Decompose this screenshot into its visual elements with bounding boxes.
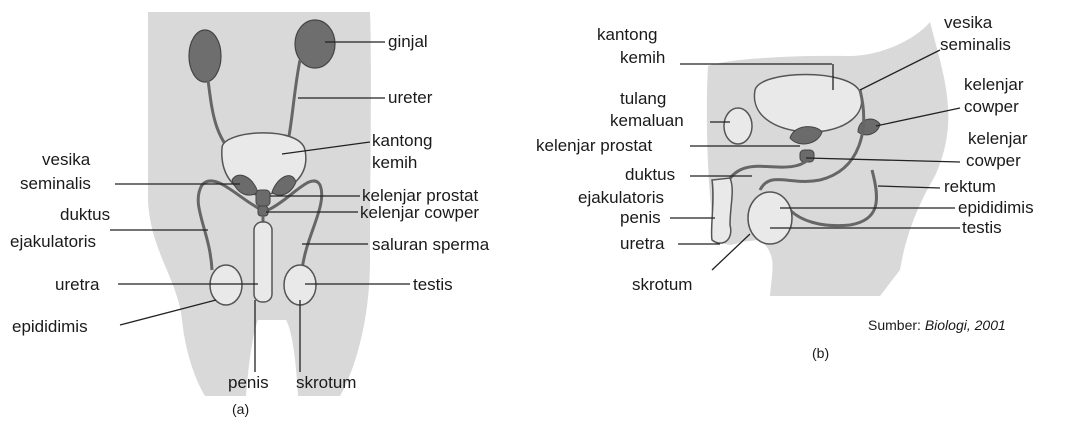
label-b-cowper-mid-2: cowper [966, 151, 1021, 170]
label-ginjal: ginjal [388, 32, 428, 51]
label-b-kantong-2: kemih [620, 48, 665, 67]
cowper-front [258, 206, 268, 216]
figure-b: kantong kemih vesika seminalis kelenjar … [536, 13, 1034, 361]
label-b-kantong-1: kantong [597, 25, 658, 44]
right-testis [284, 265, 316, 305]
prostate-front [256, 190, 270, 206]
label-b-tulang-2: kemaluan [610, 111, 684, 130]
label-b-kelenjar-prostat: kelenjar prostat [536, 136, 653, 155]
label-vesika-1: vesika [42, 150, 91, 169]
label-b-uretra: uretra [620, 234, 665, 253]
label-testis: testis [413, 275, 453, 294]
label-vesika-2: seminalis [20, 174, 91, 193]
penis-front [254, 222, 272, 302]
testis-side [748, 192, 792, 244]
label-saluran-sperma: saluran sperma [372, 235, 490, 254]
label-duktus-1: duktus [60, 205, 110, 224]
label-b-duktus-1: duktus [625, 165, 675, 184]
label-b-penis: penis [620, 208, 661, 227]
label-b-epididimis: epididimis [958, 198, 1034, 217]
left-testis [210, 265, 242, 305]
source-work: Biologi, 2001 [925, 317, 1006, 333]
label-duktus-2: ejakulatoris [10, 232, 96, 251]
label-epididimis: epididimis [12, 317, 88, 336]
label-kantong-kemih-1: kantong [372, 131, 433, 150]
caption-a: (a) [232, 401, 249, 417]
label-kantong-kemih-2: kemih [372, 153, 417, 172]
label-b-cowper-top-2: cowper [964, 97, 1019, 116]
label-b-vesika-1: vesika [944, 13, 993, 32]
label-b-duktus-2: ejakulatoris [578, 188, 664, 207]
caption-b: (b) [812, 345, 829, 361]
label-b-tulang-1: tulang [620, 89, 666, 108]
label-kelenjar-cowper: kelenjar cowper [360, 203, 479, 222]
source-prefix: Sumber: [868, 317, 925, 333]
label-b-rektum: rektum [944, 177, 996, 196]
label-penis: penis [228, 373, 269, 392]
label-b-skrotum: skrotum [632, 275, 692, 294]
label-b-testis: testis [962, 218, 1002, 237]
left-kidney [189, 30, 221, 82]
figure-a: ginjal ureter kantong kemih vesika semin… [10, 12, 490, 417]
label-b-cowper-mid-1: kelenjar [968, 129, 1028, 148]
label-uretra: uretra [55, 275, 100, 294]
label-skrotum: skrotum [296, 373, 356, 392]
pubic-bone [724, 108, 752, 144]
label-b-vesika-2: seminalis [940, 35, 1011, 54]
label-b-cowper-top-1: kelenjar [964, 75, 1024, 94]
source-credit: Sumber: Biologi, 2001 [868, 317, 1006, 333]
penis-side [712, 178, 733, 243]
label-ureter: ureter [388, 88, 433, 107]
